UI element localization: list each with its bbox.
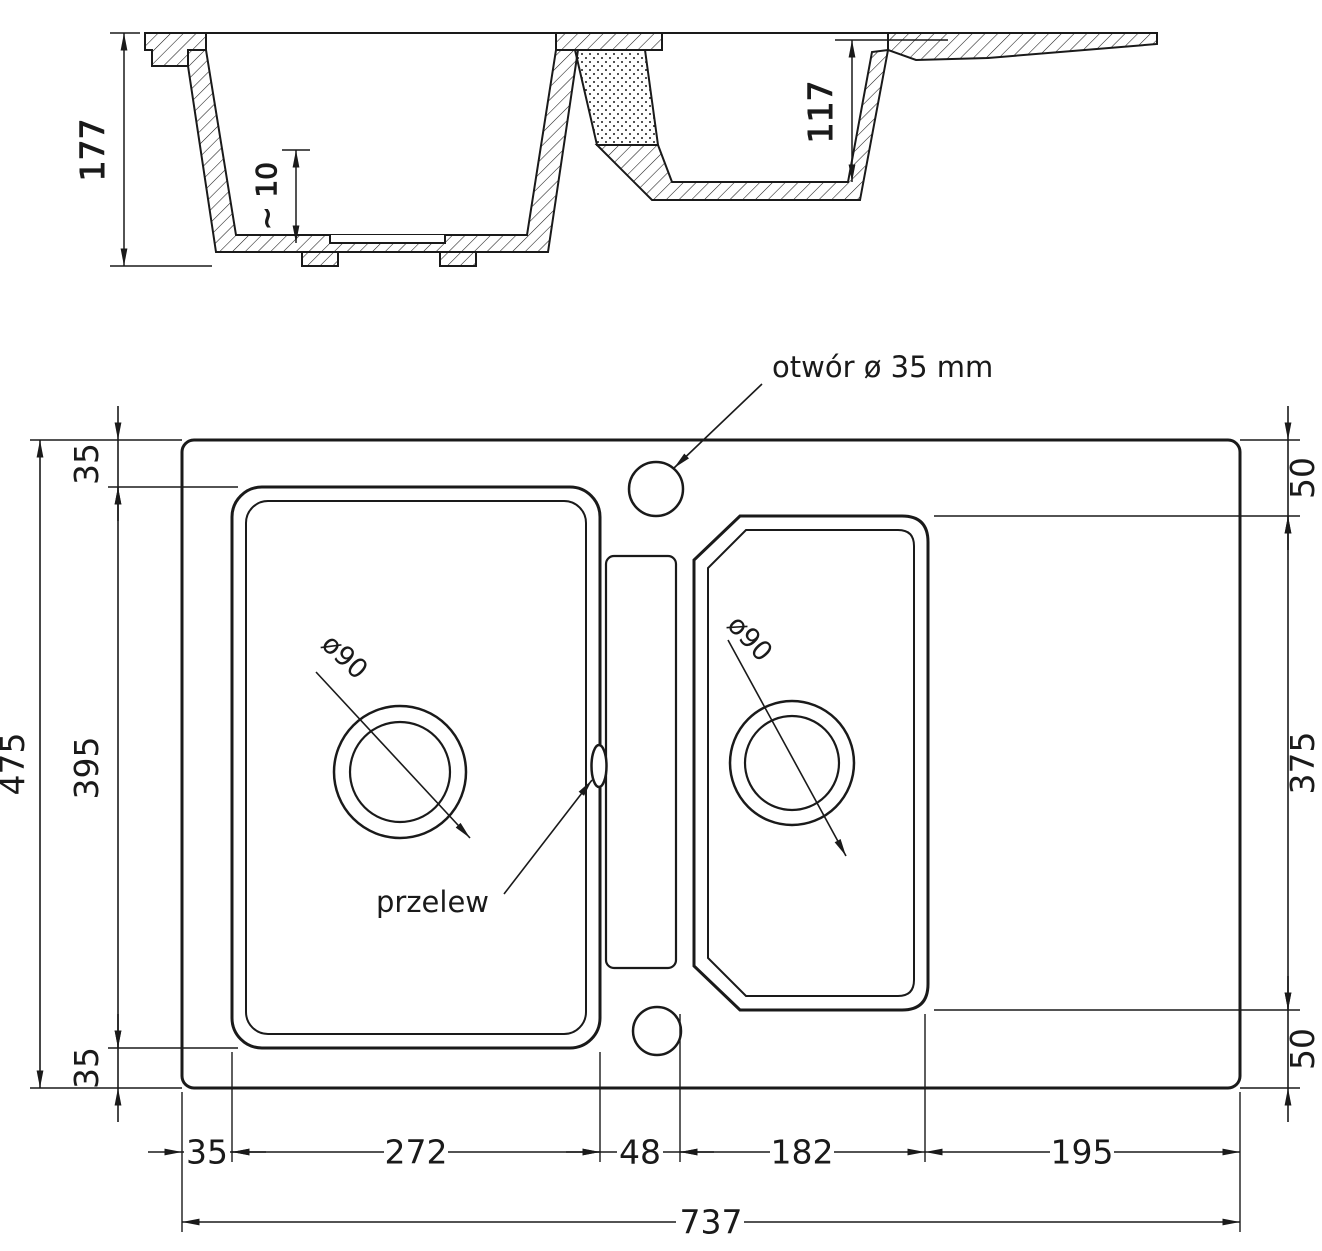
drainer-section — [887, 32, 1158, 62]
divider-flange-section — [555, 32, 663, 51]
tap-hole — [627, 460, 685, 518]
small-drain-outer — [728, 699, 856, 827]
main-bowl-inner-rim — [245, 500, 587, 1035]
dim-bottom-737-label: 737 — [680, 1203, 743, 1242]
accessory-hole — [631, 1005, 683, 1057]
dim-recess-10-label: ~ 10 — [250, 162, 283, 230]
sink-outline — [180, 438, 1242, 1090]
dim-bottom-35-label: 35 — [186, 1133, 228, 1172]
tap-hole-label: otwór ø 35 mm — [772, 350, 993, 384]
section-view: 177 ~ 10 117 — [73, 32, 1158, 267]
label-plate — [384, 1136, 448, 1168]
dim-right-bowl-375 — [934, 516, 1300, 1011]
bottom-tab-left — [301, 251, 339, 267]
overflow-leader — [503, 779, 593, 895]
dim-right-top-label: 50 — [1283, 457, 1322, 499]
divider-stipple-section — [573, 49, 660, 146]
small-drain-leader — [727, 639, 847, 857]
small-drain-diameter-label: ø90 — [721, 610, 778, 668]
dim-recess-10 — [282, 149, 310, 243]
plan-view — [30, 383, 1300, 1238]
dim-bottom-48-label: 48 — [619, 1133, 661, 1172]
overflow-label: przelew — [376, 885, 489, 919]
small-bowl-outer-rim — [692, 514, 930, 1012]
tap-hole-leader — [673, 383, 763, 469]
dim-bottom-182-label: 182 — [771, 1133, 834, 1172]
main-bowl-section — [187, 49, 580, 253]
dim-bottom-272-label: 272 — [385, 1133, 448, 1172]
bottom-tab-right — [439, 251, 477, 267]
main-bowl-outer-rim — [230, 485, 602, 1050]
dim-left-bowl-label: 395 — [67, 737, 106, 800]
small-bowl-inner-rim — [707, 529, 915, 997]
dim-bottom-195-label: 195 — [1051, 1133, 1114, 1172]
small-drain-inner — [743, 714, 841, 812]
dim-depth-117 — [835, 39, 948, 182]
dim-right-bowl-label: 375 — [1283, 732, 1322, 795]
dim-depth-177 — [110, 32, 212, 267]
dim-left-bottom-label: 35 — [67, 1047, 106, 1089]
label-plate — [676, 1206, 744, 1238]
dim-total-height-label: 475 — [0, 733, 32, 796]
dim-depth-117-label: 117 — [801, 81, 840, 144]
bowl-bottom-recess — [329, 235, 446, 244]
overflow-slot — [590, 743, 608, 789]
dim-depth-177-label: 177 — [73, 119, 112, 182]
label-plate — [184, 1136, 230, 1168]
main-drain-inner — [348, 720, 452, 824]
main-drain-outer — [332, 704, 468, 840]
label-plate — [1050, 1136, 1114, 1168]
dim-right-bottom-50 — [1240, 976, 1300, 1122]
bottom-extension-lines — [181, 1014, 1241, 1232]
center-divider-strip — [604, 554, 678, 970]
main-drain-leader — [315, 671, 471, 839]
dim-right-top-50 — [934, 406, 1300, 550]
label-plate — [617, 1136, 663, 1168]
dim-left-top-label: 35 — [67, 443, 106, 485]
main-drain-diameter-label: ø90 — [315, 628, 373, 685]
dim-total-height-475 — [30, 439, 182, 1089]
dim-right-bottom-label: 50 — [1283, 1028, 1322, 1070]
dim-left-top-35 — [108, 406, 238, 521]
small-bowl-section — [594, 48, 890, 201]
label-plate — [770, 1136, 834, 1168]
label-plates — [184, 1136, 1114, 1238]
dim-left-bowl-395 — [108, 487, 238, 1049]
